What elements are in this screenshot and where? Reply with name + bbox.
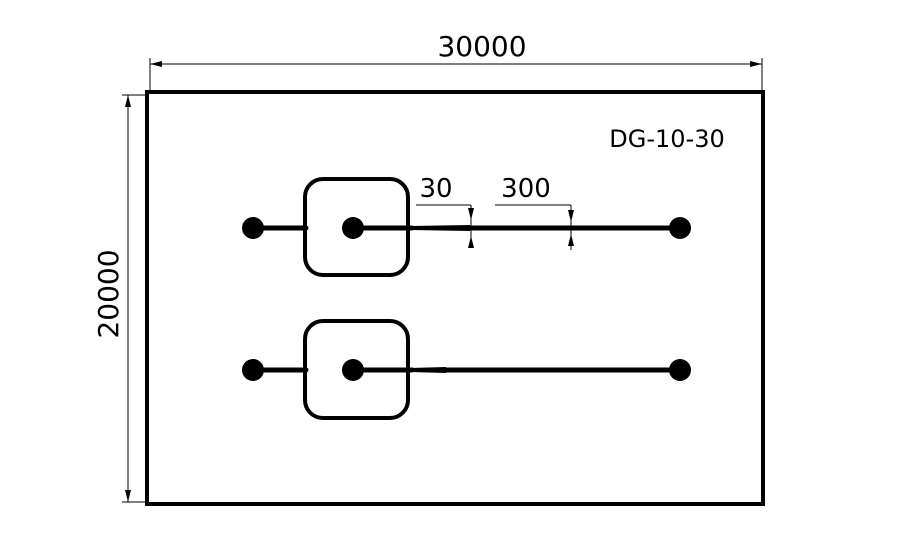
length-dimension-label: 300 [501,174,551,204]
bottom-taper [410,367,446,373]
substrate-outline [145,90,765,506]
gap-dimension-label: 30 [419,174,452,204]
width-dimension: 30000 [149,30,763,92]
device-bottom [242,319,691,420]
gap-dimension: 30 [416,174,474,248]
length-dimension: 300 [495,174,574,250]
bottom-right-pad [669,359,691,381]
height-dimension: 20000 [92,94,147,503]
device-top [242,177,691,277]
top-taper [410,225,470,231]
width-dimension-label: 30000 [437,30,526,63]
device-label: DG-10-30 [609,125,724,153]
height-dimension-label: 20000 [92,249,125,338]
top-right-pad [669,217,691,239]
